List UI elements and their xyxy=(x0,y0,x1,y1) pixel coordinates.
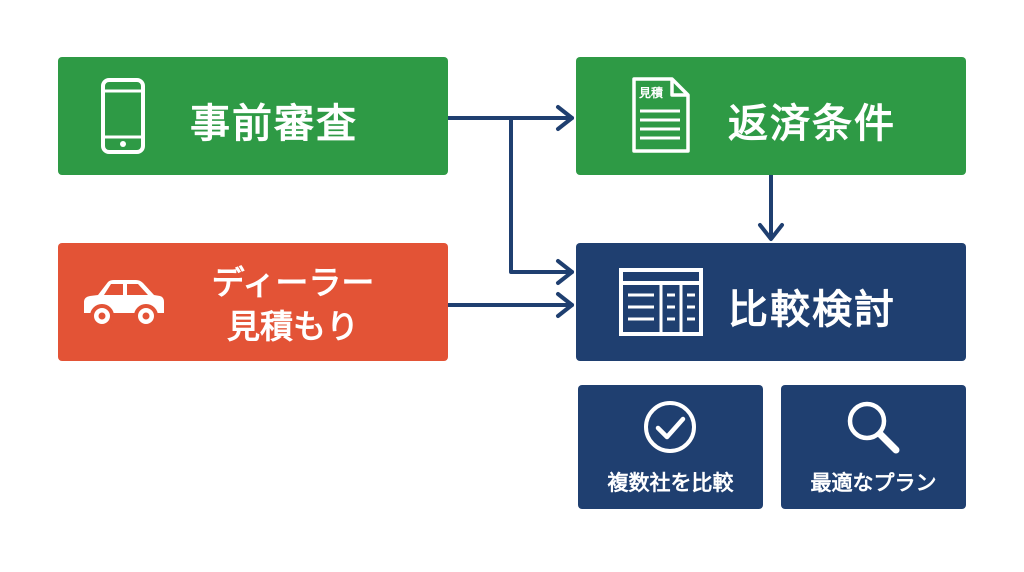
edge-pre-to-compare xyxy=(509,116,574,274)
multiple-companies-box: 複数社を比較 xyxy=(578,385,763,509)
document-icon-text: 見積 xyxy=(638,85,664,100)
multiple-companies-label: 複数社を比較 xyxy=(607,471,734,495)
pre-screening-label: 事前審査 xyxy=(190,101,358,147)
car-icon xyxy=(78,275,168,335)
repayment-terms-box: 見積 返済条件 xyxy=(576,57,966,175)
best-plan-box: 最適なプラン xyxy=(781,385,966,509)
check-circle-icon xyxy=(642,399,698,459)
dealer-quote-box: ディーラー見積もり xyxy=(58,243,448,361)
document-icon: 見積 xyxy=(630,75,692,159)
dealer-quote-label: ディーラー見積もり xyxy=(211,263,375,346)
smartphone-icon xyxy=(100,77,146,159)
table-icon xyxy=(618,267,704,341)
pre-screening-box: 事前審査 xyxy=(58,57,448,175)
repayment-terms-label: 返済条件 xyxy=(728,101,896,147)
comparison-box: 比較検討 xyxy=(576,243,966,361)
magnifier-icon xyxy=(845,399,901,459)
comparison-label: 比較検討 xyxy=(728,287,896,333)
arrowhead-compare-lower xyxy=(556,292,574,318)
arrowhead-compare-top xyxy=(758,223,784,241)
best-plan-label: 最適なプラン xyxy=(810,471,937,495)
arrowhead-repay xyxy=(556,105,574,131)
arrowhead-compare-upper xyxy=(556,259,574,285)
